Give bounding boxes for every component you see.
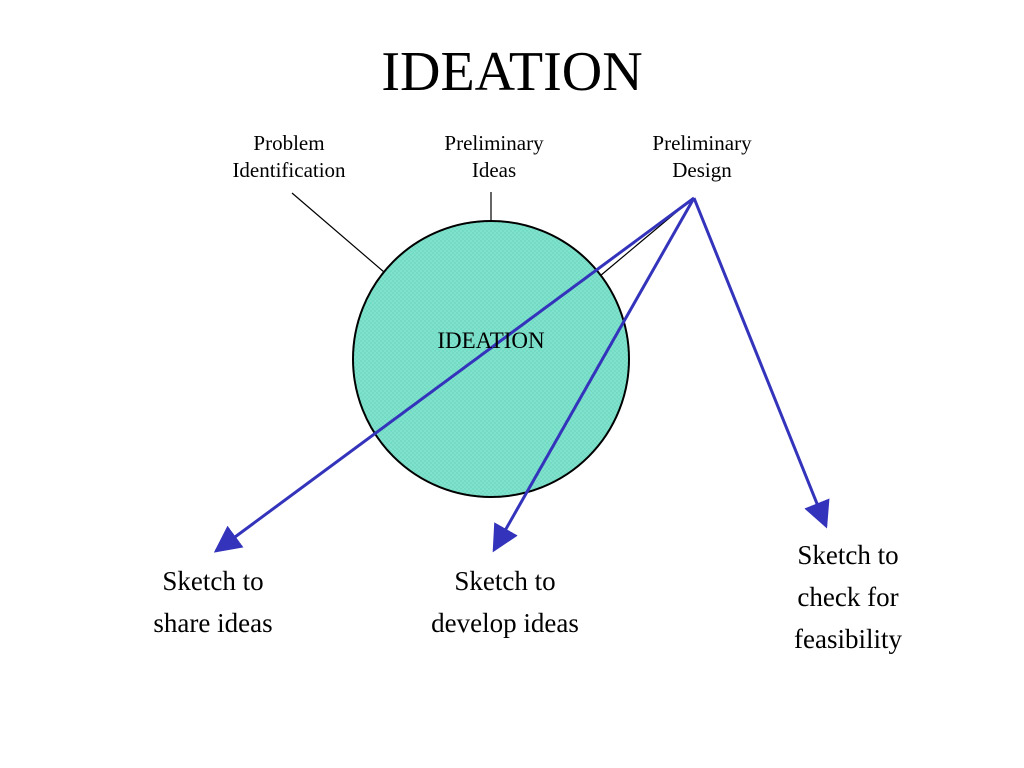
sketch-label-line: share ideas (153, 607, 273, 638)
page-title: IDEATION (381, 41, 643, 103)
sketch-label-line: check for (797, 581, 899, 612)
sketch-label-line: Sketch to (162, 566, 264, 596)
stage-label-line: Preliminary (652, 131, 752, 155)
arrow-to-share-ideas (213, 196, 695, 553)
sketch-label-line: Sketch to (797, 540, 899, 570)
stage-label-line: Design (672, 158, 732, 183)
sketch-label-line: Sketch to (454, 566, 556, 596)
arrow-to-feasibility (692, 197, 830, 529)
sketch-label-feasibility: Sketch to check for feasibility (718, 535, 978, 661)
stage-label-problem-identification: Problem Identification (189, 130, 389, 185)
sketch-label-line: feasibility (794, 623, 902, 654)
leader-line-problem (291, 192, 385, 273)
stage-label-preliminary-ideas: Preliminary Ideas (394, 130, 594, 185)
stage-label-preliminary-design: Preliminary Design (602, 130, 802, 185)
circle-label: IDEATION (437, 328, 545, 353)
stage-label-line: Ideas (471, 158, 517, 183)
sketch-label-line: develop ideas (431, 607, 579, 638)
sketch-label-develop-ideas: Sketch to develop ideas (375, 561, 635, 645)
stage-label-line: Identification (232, 158, 346, 183)
stage-label-line: Preliminary (444, 131, 544, 155)
stage-label-line: Problem (253, 131, 325, 155)
sketch-label-share-ideas: Sketch to share ideas (83, 561, 343, 645)
arrow-to-develop-ideas (492, 197, 696, 553)
ideation-circle (352, 220, 630, 498)
